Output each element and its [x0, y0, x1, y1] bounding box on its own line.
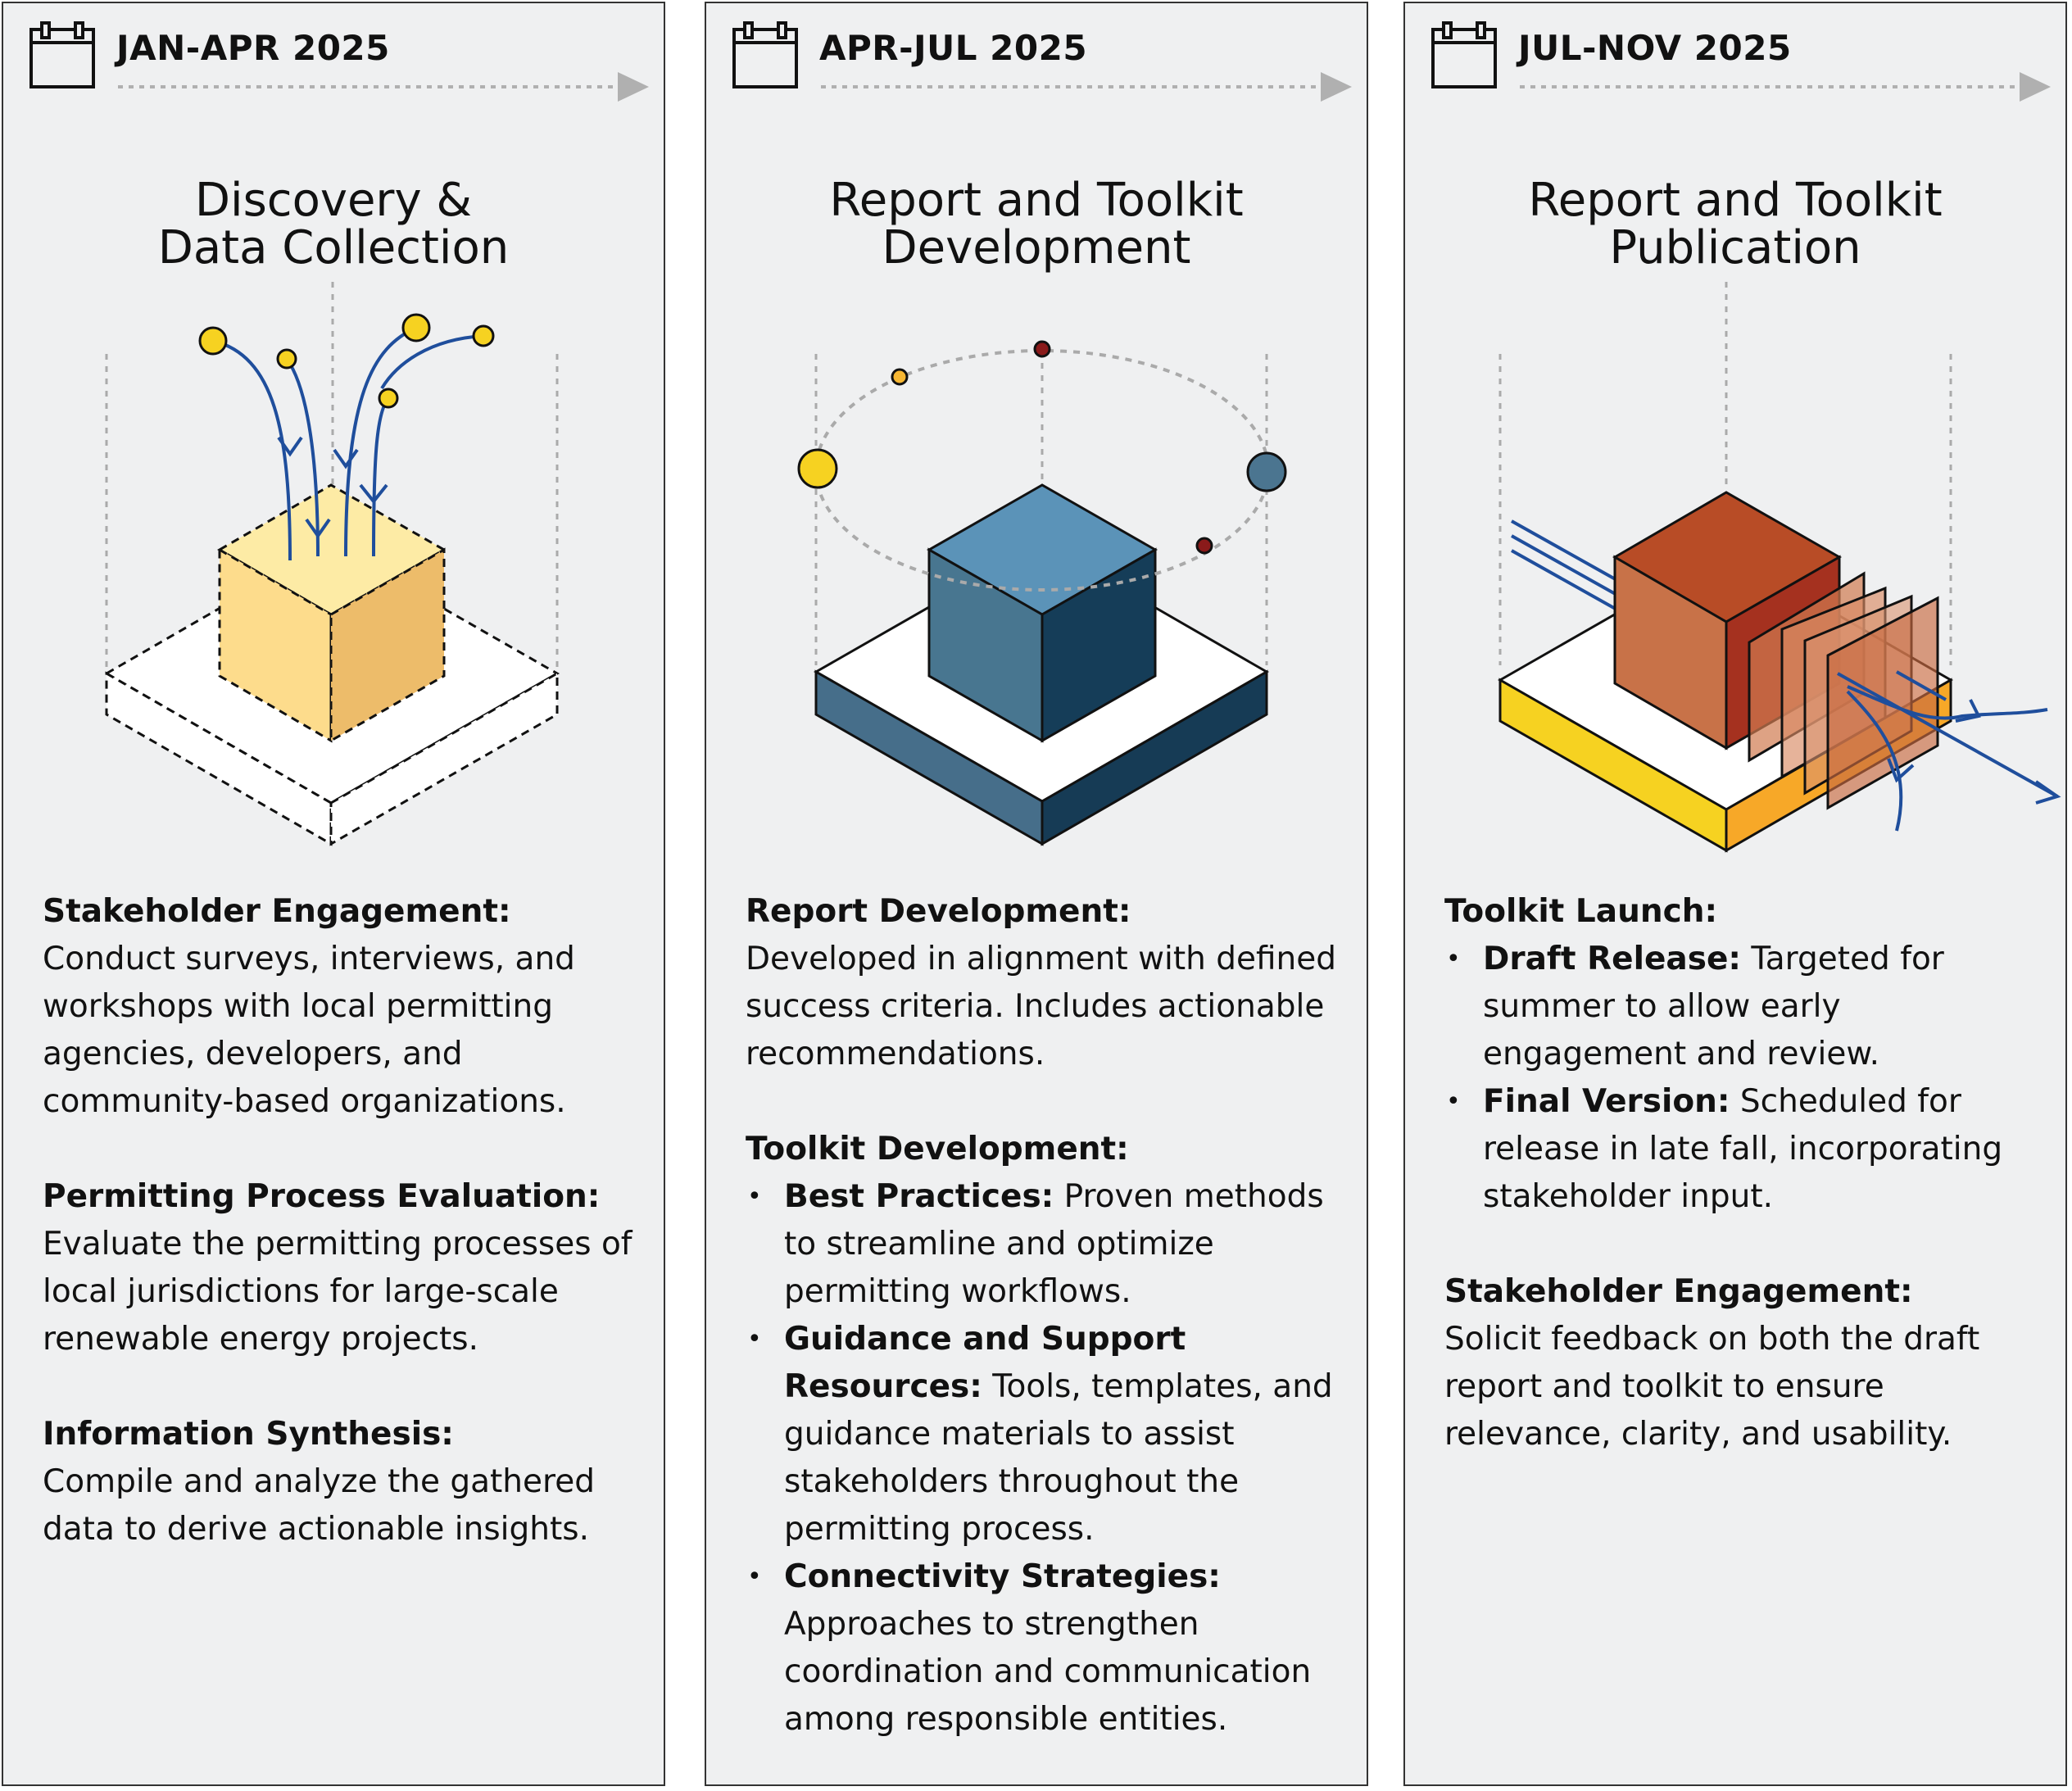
section-body: Conduct surveys, interviews, and worksho… — [43, 941, 575, 1120]
bullet-text: Proven methods to streamline and optimiz… — [784, 1178, 1324, 1310]
timeline-arrow-icon — [821, 72, 1352, 102]
section-heading: Stakeholder Engagement: — [43, 893, 511, 930]
section-information-synthesis: Information Synthesis: Compile and analy… — [43, 1411, 641, 1553]
calendar-icon — [732, 21, 798, 88]
phase-title: Discovery & Data Collection — [157, 174, 510, 274]
phase-title: Report and Toolkit Development — [829, 174, 1244, 274]
section-heading: Information Synthesis: — [43, 1416, 454, 1453]
list-item: Draft Release: Targeted for summer to al… — [1444, 936, 2043, 1078]
bullet-text: Approaches to strengthen coordination an… — [784, 1606, 1312, 1738]
list-item: Connectivity Strategies: Approaches to s… — [746, 1553, 1344, 1743]
bullet-text: Tools, templates, and guidance materials… — [784, 1368, 1333, 1548]
bullet-term: Connectivity Strategies: — [784, 1558, 1221, 1595]
bullet-term: Final Version: — [1483, 1083, 1730, 1120]
phase-date-label: JAN-APR 2025 — [116, 28, 390, 68]
bullet-term: Guidance and Support Resources: — [784, 1321, 1186, 1405]
phase-content: Toolkit Launch: Draft Release: Targeted … — [1444, 888, 2043, 1506]
section-heading: Stakeholder Engagement: — [1444, 1273, 1913, 1310]
bullet-term: Best Practices: — [784, 1178, 1054, 1215]
section-stakeholder-engagement: Stakeholder Engagement: Conduct surveys,… — [43, 888, 641, 1126]
section-toolkit-development: Toolkit Development: Best Practices: Pro… — [746, 1126, 1344, 1743]
section-body: Compile and analyze the gathered data to… — [43, 1463, 595, 1548]
bullet-text: Targeted for summer to allow early engag… — [1483, 941, 1944, 1072]
phase-panel-discovery: JAN-APR 2025 Discovery & Data Collection — [2, 2, 665, 1786]
calendar-icon — [1431, 21, 1497, 88]
section-body: Evaluate the permitting processes of loc… — [43, 1226, 632, 1358]
section-heading: Toolkit Development: — [746, 1131, 1129, 1168]
phase-date-label: APR-JUL 2025 — [819, 28, 1088, 68]
phase-panel-publication: JUL-NOV 2025 Report and Toolkit Publicat… — [1403, 2, 2067, 1786]
section-heading: Report Development: — [746, 893, 1131, 930]
bullet-text: Scheduled for release in late fall, inco… — [1483, 1083, 2003, 1215]
section-body: Developed in alignment with defined succ… — [746, 941, 1337, 1072]
phase-content: Stakeholder Engagement: Conduct surveys,… — [43, 888, 641, 1601]
phase-content: Report Development: Developed in alignme… — [746, 888, 1344, 1791]
section-heading: Toolkit Launch: — [1444, 893, 1718, 930]
list-item: Final Version: Scheduled for release in … — [1444, 1078, 2043, 1221]
timeline-arrow-icon — [118, 72, 649, 102]
bullet-list: Best Practices: Proven methods to stream… — [746, 1173, 1344, 1743]
bullet-list: Draft Release: Targeted for summer to al… — [1444, 936, 2043, 1221]
phase-date-label: JUL-NOV 2025 — [1518, 28, 1792, 68]
phase-title: Report and Toolkit Publication — [1528, 174, 1943, 274]
section-permitting-evaluation: Permitting Process Evaluation: Evaluate … — [43, 1173, 641, 1363]
section-stakeholder-engagement: Stakeholder Engagement: Solicit feedback… — [1444, 1268, 2043, 1458]
section-toolkit-launch: Toolkit Launch: Draft Release: Targeted … — [1444, 888, 2043, 1221]
bullet-term: Draft Release: — [1483, 941, 1741, 977]
calendar-icon — [29, 21, 95, 88]
list-item: Guidance and Support Resources: Tools, t… — [746, 1316, 1344, 1553]
phase-panel-development: APR-JUL 2025 Report and Toolkit Developm… — [705, 2, 1368, 1786]
section-body: Solicit feedback on both the draft repor… — [1444, 1321, 1980, 1453]
timeline-arrow-icon — [1520, 72, 2051, 102]
section-report-development: Report Development: Developed in alignme… — [746, 888, 1344, 1078]
list-item: Best Practices: Proven methods to stream… — [746, 1173, 1344, 1316]
section-heading: Permitting Process Evaluation: — [43, 1178, 601, 1215]
